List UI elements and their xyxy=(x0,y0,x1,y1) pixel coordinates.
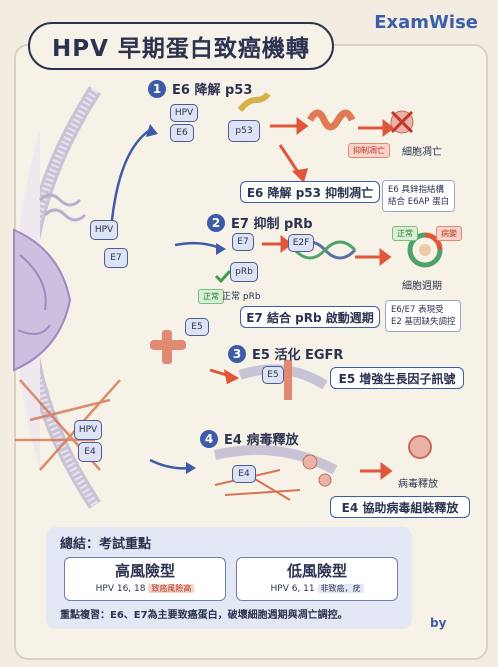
step-1-summary-box: E6 降解 p53 抑制凋亡 xyxy=(240,181,380,203)
step-2-note-line-1: E6/E7 表現受 xyxy=(391,305,444,315)
step-2-heading: E7 抑制 pRb xyxy=(231,217,313,232)
step-1-number: 1 xyxy=(148,79,166,98)
e5-protein-label: E5 xyxy=(185,318,209,336)
step-4-title: 4 E4 病毒釋放 xyxy=(200,429,298,448)
hpv-mol-label: HPV xyxy=(170,104,198,122)
step-2-note-line-2: E2 基因缺失調控 xyxy=(391,317,456,327)
step-3-title: 3 E5 活化 EGFR xyxy=(228,344,343,363)
e7-protein-label: E7 xyxy=(104,248,128,268)
page-title: HPV 早期蛋白致癌機轉 xyxy=(52,36,310,62)
hpv-particle-label-bottom: HPV xyxy=(74,420,102,440)
step-1-note: E6 具鋅指結構 結合 E6AP 蛋白 xyxy=(382,180,456,212)
brand-logo: ExamWise xyxy=(374,12,478,33)
title-banner: HPV 早期蛋白致癌機轉 xyxy=(28,22,334,70)
low-risk-detail: HPV 6, 11 非致癌，疣 xyxy=(237,583,397,594)
step-4-heading: E4 病毒釋放 xyxy=(224,433,299,448)
step-4-number: 4 xyxy=(200,429,218,448)
hpv-particle-label: HPV xyxy=(90,220,118,240)
e2f-mol-label: E2F xyxy=(288,234,314,252)
step-2-number: 2 xyxy=(207,213,225,232)
step-1-heading: E6 降解 p53 xyxy=(172,83,253,98)
cell-cycle-label: 細胞週期 xyxy=(402,281,442,292)
step-4-summary-box: E4 協助病毒組裝釋放 xyxy=(330,496,470,518)
prb-mol-label: pRb xyxy=(230,262,258,282)
cycle-lesion-tag: 病變 xyxy=(436,226,462,241)
step-3-heading: E5 活化 EGFR xyxy=(252,348,344,363)
byline: by xyxy=(430,616,447,630)
high-risk-tag: 致癌風險高 xyxy=(148,584,195,593)
p53-mol-label: p53 xyxy=(228,120,260,142)
low-risk-tag: 非致癌，疣 xyxy=(317,584,364,593)
e7-mol-label: E7 xyxy=(232,233,254,251)
low-risk-card: 低風險型 HPV 6, 11 非致癌，疣 xyxy=(236,557,398,601)
e5-mol-label: E5 xyxy=(262,366,284,384)
high-risk-title: 高風險型 xyxy=(114,562,175,580)
step-2-note: E6/E7 表現受 E2 基因缺失調控 xyxy=(385,300,462,332)
step-2-title: 2 E7 抑制 pRb xyxy=(207,213,313,232)
apoptosis-label: 細胞凋亡 xyxy=(402,147,442,158)
step-1-title: 1 E6 降解 p53 xyxy=(148,79,252,98)
summary-title: 總結：考試重點 xyxy=(60,537,152,552)
high-risk-detail: HPV 16, 18 致癌風險高 xyxy=(65,583,225,594)
virus-release-label: 病毒釋放 xyxy=(398,479,438,490)
normal-prb-label: 正常 pRb xyxy=(222,292,261,302)
high-risk-types: HPV 16, 18 xyxy=(95,584,146,594)
high-risk-card: 高風險型 HPV 16, 18 致癌風險高 xyxy=(64,557,226,601)
cycle-normal-tag: 正常 xyxy=(392,226,418,241)
step-1-note-line-2: 結合 E6AP 蛋白 xyxy=(388,197,450,207)
step-3-number: 3 xyxy=(228,344,246,363)
step-1-note-line-1: E6 具鋅指結構 xyxy=(388,185,444,195)
step-2-summary-box: E7 結合 pRb 啟動週期 xyxy=(240,306,380,328)
inhibit-apoptosis-tag: 抑制凋亡 xyxy=(348,143,390,158)
low-risk-types: HPV 6, 11 xyxy=(270,584,315,594)
summary-panel: 總結：考試重點 高風險型 HPV 16, 18 致癌風險高 低風險型 HPV 6… xyxy=(46,527,412,629)
e4-mol-label: E4 xyxy=(232,465,256,483)
e6-mol-label: E6 xyxy=(170,124,194,142)
review-note: 重點複習：E6、E7為主要致癌蛋白，破壞細胞週期與凋亡調控。 xyxy=(60,610,348,621)
normal-tag: 正常 xyxy=(198,289,224,304)
low-risk-title: 低風險型 xyxy=(286,562,347,580)
e4-protein-label: E4 xyxy=(78,442,102,462)
step-3-summary-box: E5 增強生長因子訊號 xyxy=(330,367,464,389)
